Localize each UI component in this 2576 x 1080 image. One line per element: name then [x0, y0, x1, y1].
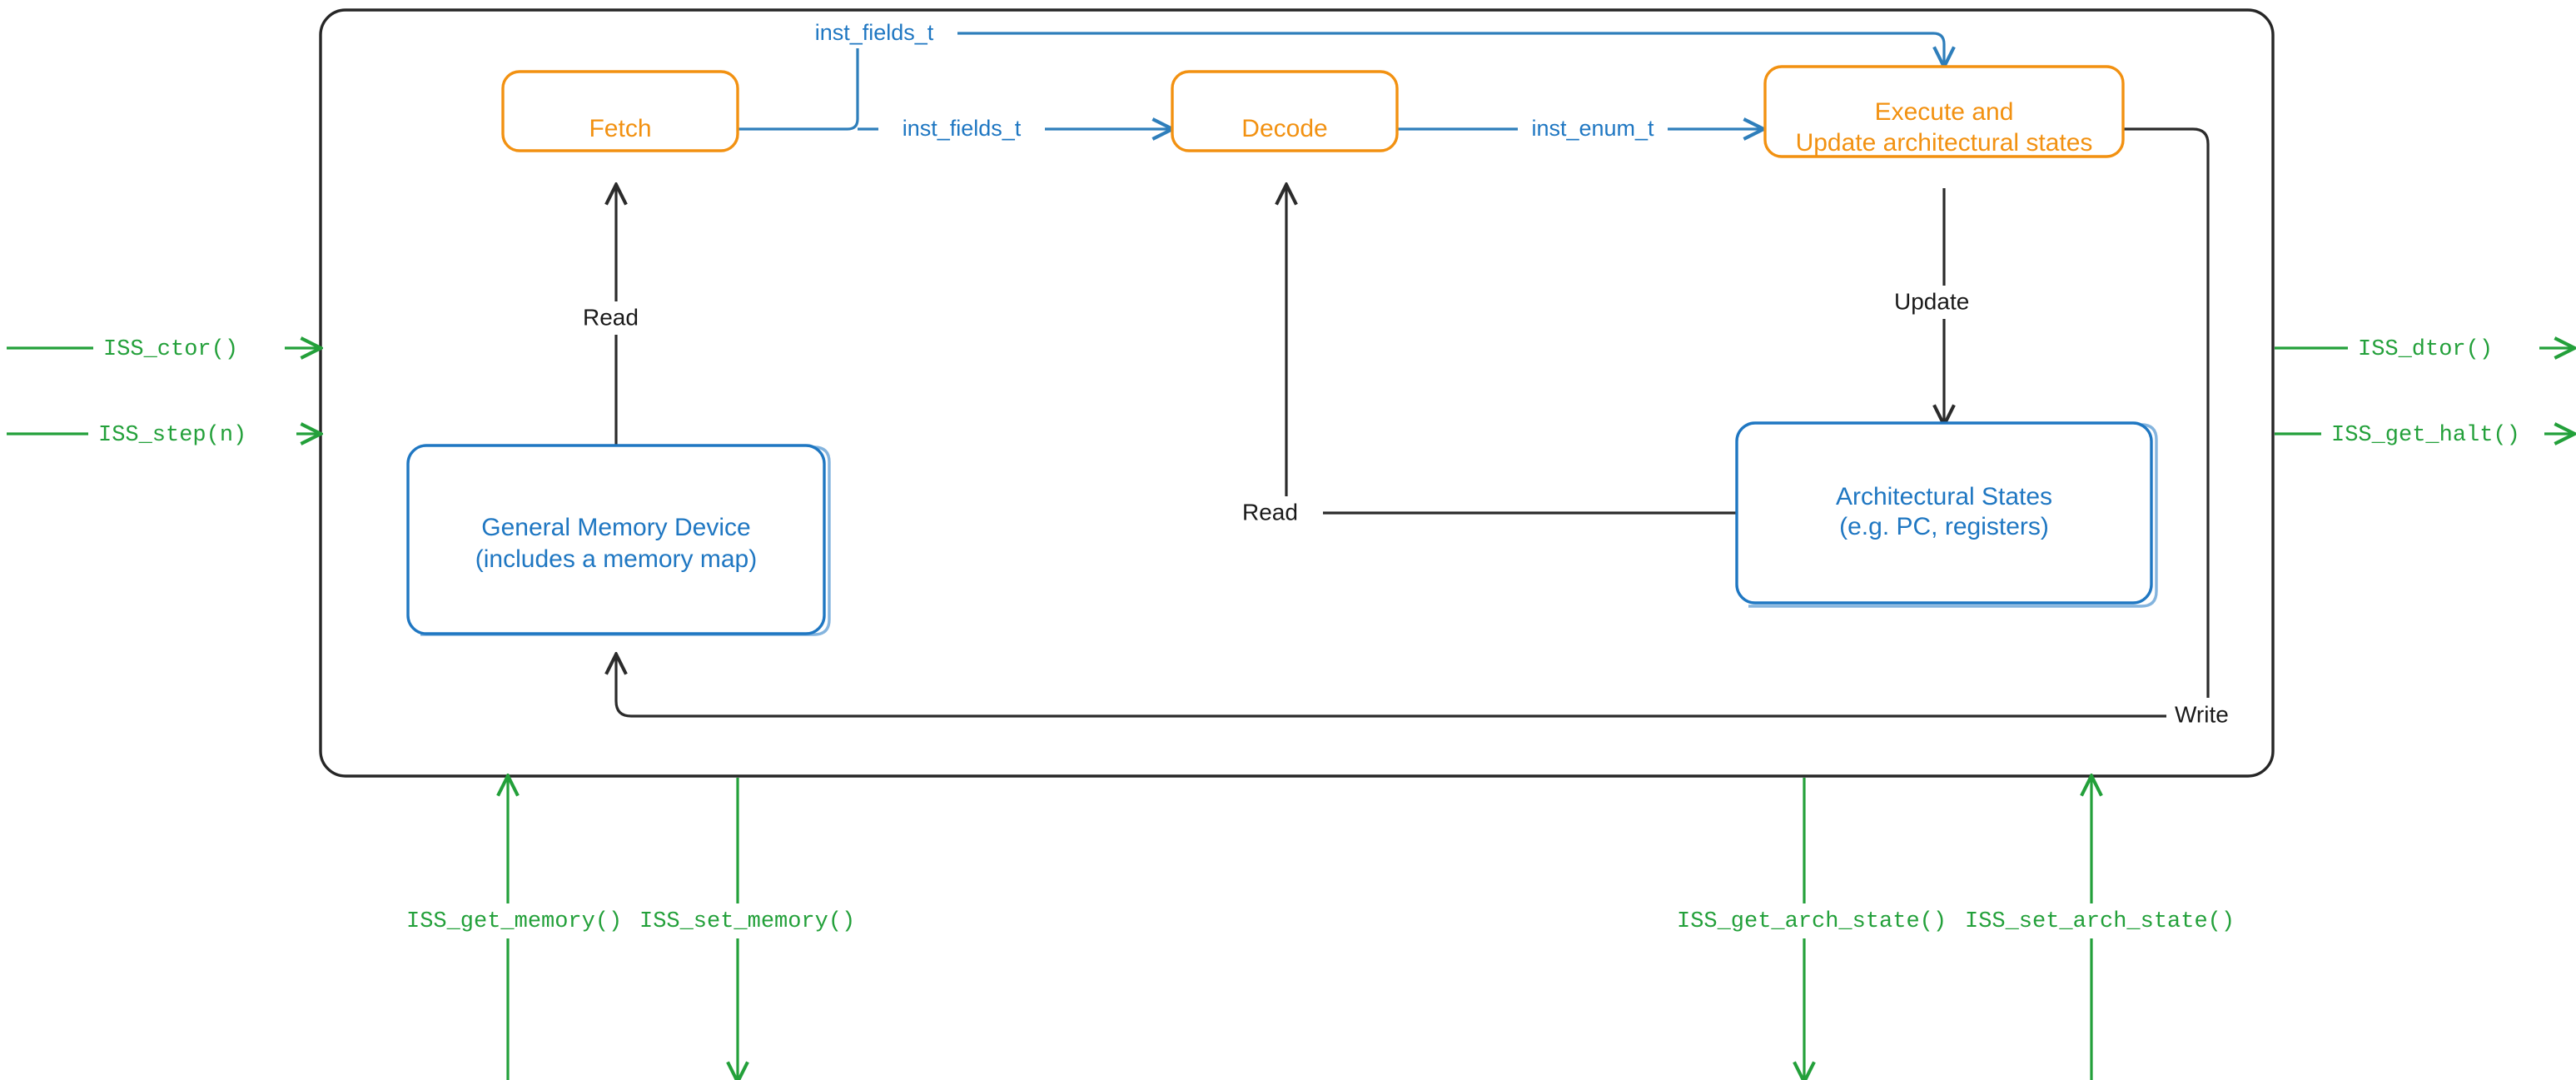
- api-bottom-iss-set-memory-label-bg: [633, 903, 851, 938]
- node-fetch-box: [501, 70, 739, 152]
- read-arch-label: Read: [1242, 499, 1298, 525]
- api-right-iss-dtor-group[interactable]: ISS_dtor(): [2275, 331, 2573, 366]
- api-bottom-iss-get-memory-label: ISS_get_memory(): [406, 909, 622, 934]
- api-bottom-iss-set-memory-label: ISS_set_memory(): [639, 909, 855, 934]
- api-right-iss-dtor-label: ISS_dtor(): [2358, 337, 2493, 362]
- api-left-iss-ctor-label: ISS_ctor(): [103, 337, 238, 362]
- update-label-bg: [1888, 286, 2002, 319]
- api-right-iss-dtor-label-bg: [2348, 331, 2539, 366]
- inst-fields-top-label: inst_fields_t: [815, 20, 934, 45]
- node-decode[interactable]: Decode: [1171, 70, 1399, 152]
- node-execute-label-line1: Execute and: [1875, 98, 2014, 126]
- node-arch-label-line1: Architectural States: [1836, 483, 2052, 510]
- node-arch-label-line2: (e.g. PC, registers): [1839, 513, 2049, 540]
- node-architectural-states[interactable]: Architectural States (e.g. PC, registers…: [1735, 421, 2158, 608]
- node-execute-label-line2: Update architectural states: [1796, 129, 2093, 157]
- node-memory-label-line1: General Memory Device: [481, 514, 750, 541]
- api-right-iss-get-halt-label: ISS_get_halt(): [2331, 423, 2520, 448]
- write-label: Write: [2175, 701, 2229, 727]
- api-right-iss-get-halt-label-bg: [2321, 417, 2544, 452]
- api-bottom-iss-set-arch-state-group[interactable]: ISS_set_arch_state(): [1957, 778, 2235, 1080]
- api-left-iss-step-label-bg: [88, 417, 296, 452]
- api-right-iss-get-halt-group[interactable]: ISS_get_halt(): [2275, 417, 2573, 452]
- node-memory-label-line2: (includes a memory map): [475, 545, 757, 573]
- api-bottom-iss-get-arch-state-label: ISS_get_arch_state(): [1677, 909, 1947, 934]
- node-execute[interactable]: Execute and Update architectural states: [1763, 65, 2125, 158]
- api-left-iss-step-label: ISS_step(n): [98, 423, 246, 448]
- node-arch-box: [1735, 421, 2153, 605]
- api-bottom-iss-get-memory-group[interactable]: ISS_get_memory(): [400, 778, 622, 1080]
- api-left-iss-ctor-group[interactable]: ISS_ctor(): [7, 331, 319, 366]
- api-bottom-iss-get-memory-label-bg: [400, 903, 618, 938]
- read-arch-label-bg: [1236, 496, 1323, 530]
- inst-enum-label-bg: [1518, 114, 1668, 144]
- api-bottom-iss-set-arch-state-label: ISS_set_arch_state(): [1965, 909, 2235, 934]
- inst-enum-label: inst_enum_t: [1531, 116, 1654, 141]
- api-left-iss-step-group[interactable]: ISS_step(n): [7, 417, 319, 452]
- write-label-bg: [2166, 698, 2258, 733]
- inst-fields-top-label-bg: [791, 18, 957, 48]
- node-decode-label: Decode: [1241, 115, 1327, 142]
- read-memory-label: Read: [583, 304, 639, 330]
- update-label: Update: [1894, 288, 1969, 314]
- node-execute-box: [1763, 65, 2125, 158]
- inst-fields-mid-label-bg: [878, 114, 1045, 144]
- node-fetch[interactable]: Fetch: [501, 70, 739, 152]
- api-bottom-iss-set-memory-group[interactable]: ISS_set_memory(): [633, 778, 855, 1080]
- node-decode-box: [1171, 70, 1399, 152]
- flow-inst-fields-to-execute: [924, 32, 1944, 65]
- api-bottom-iss-get-arch-state-group[interactable]: ISS_get_arch_state(): [1669, 778, 1947, 1080]
- api-bottom-iss-get-arch-state-label-bg: [1669, 903, 1944, 938]
- api-left-iss-ctor-label-bg: [93, 331, 285, 366]
- node-general-memory-device[interactable]: General Memory Device (includes a memory…: [406, 444, 831, 636]
- api-bottom-iss-set-arch-state-label-bg: [1957, 903, 2231, 938]
- read-memory-label-bg: [574, 301, 656, 335]
- node-memory-box: [406, 444, 826, 635]
- node-fetch-label: Fetch: [589, 115, 651, 142]
- inst-fields-mid-label: inst_fields_t: [903, 116, 1022, 141]
